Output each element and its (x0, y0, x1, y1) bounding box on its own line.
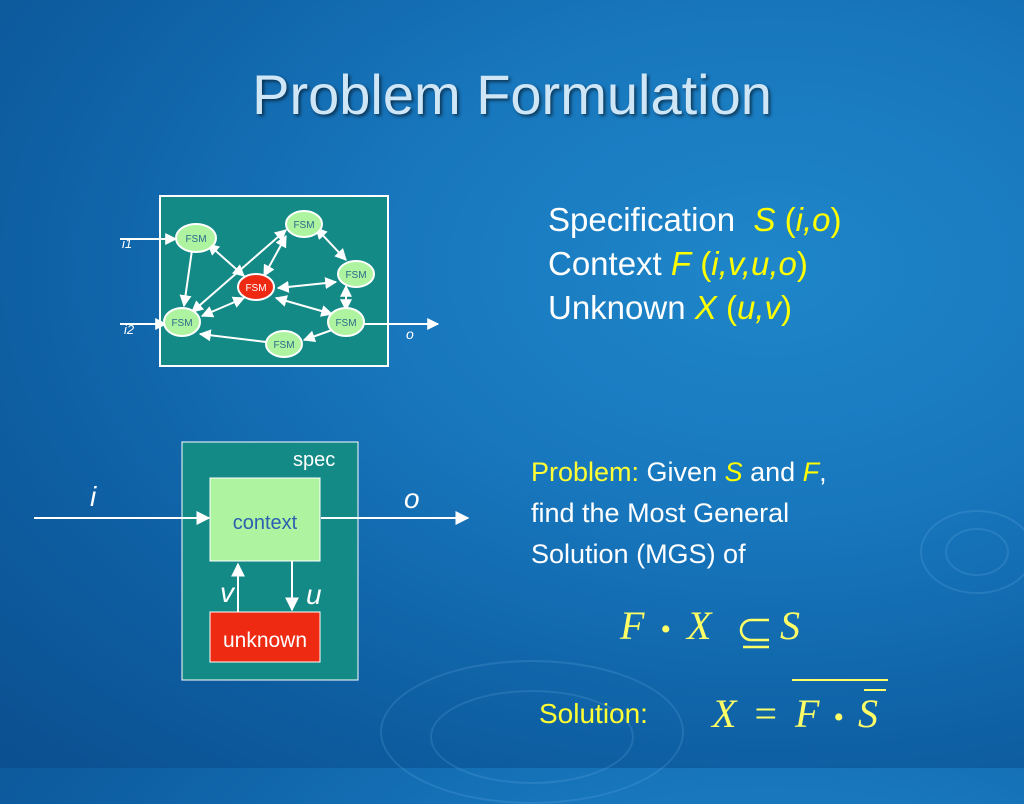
spec-label: spec (293, 449, 335, 471)
definitions-list: Specification S (i,o) Context F (i,v,u,o… (548, 198, 842, 330)
equation-inclusion: F • X (620, 603, 712, 648)
input-label-i2: i2 (124, 322, 135, 337)
context-box (209, 477, 321, 562)
label-i: i (90, 481, 97, 512)
slide-title: Problem Formulation (252, 63, 772, 126)
ripple-decoration (920, 510, 1024, 594)
context-block-diagram: spec context unknown i o v u (34, 441, 470, 681)
fsm-node: FSM (265, 330, 303, 358)
label-u: u (306, 579, 322, 610)
output-label-o: o (406, 326, 414, 342)
input-label-i1: i1 (122, 236, 132, 251)
svg-text:FSM: FSM (293, 220, 314, 231)
unknown-label: unknown (223, 629, 307, 652)
fsm-node: FSM (337, 260, 375, 288)
complement-overbar (792, 679, 888, 691)
fsm-network-diagram: FSM FSM FSM FSM FSM FSM FSM i1 i2 o (120, 195, 440, 367)
svg-text:FSM: FSM (185, 234, 206, 245)
label-o: o (404, 483, 420, 514)
problem-statement: Problem: Given S and F, find the Most Ge… (531, 457, 827, 569)
fsm-node-center: FSM (237, 273, 275, 301)
ripple-decoration (945, 528, 1009, 576)
equation-solution: X = F • S (712, 691, 878, 736)
label-v: v (220, 577, 236, 608)
subseteq-symbol (739, 618, 769, 649)
definition-unknown: Unknown X (u,v) (548, 289, 792, 326)
fsm-node: FSM (285, 210, 323, 238)
svg-text:FSM: FSM (345, 270, 366, 281)
fsm-node: FSM (163, 307, 201, 337)
definition-context: Context F (i,v,u,o) (548, 245, 808, 282)
svg-text:FSM: FSM (335, 318, 356, 329)
definition-specification: Specification S (i,o) (548, 201, 842, 238)
svg-text:FSM: FSM (273, 340, 294, 351)
equation-inclusion-right: S (780, 603, 800, 648)
context-label: context (233, 512, 298, 534)
svg-text:FSM: FSM (171, 318, 192, 329)
svg-text:FSM: FSM (245, 283, 266, 294)
unknown-box (209, 611, 321, 663)
fsm-node: FSM (327, 307, 365, 337)
problem-label: Problem: (531, 457, 640, 487)
fsm-node: FSM (175, 223, 217, 253)
solution-label: Solution: (539, 698, 648, 729)
